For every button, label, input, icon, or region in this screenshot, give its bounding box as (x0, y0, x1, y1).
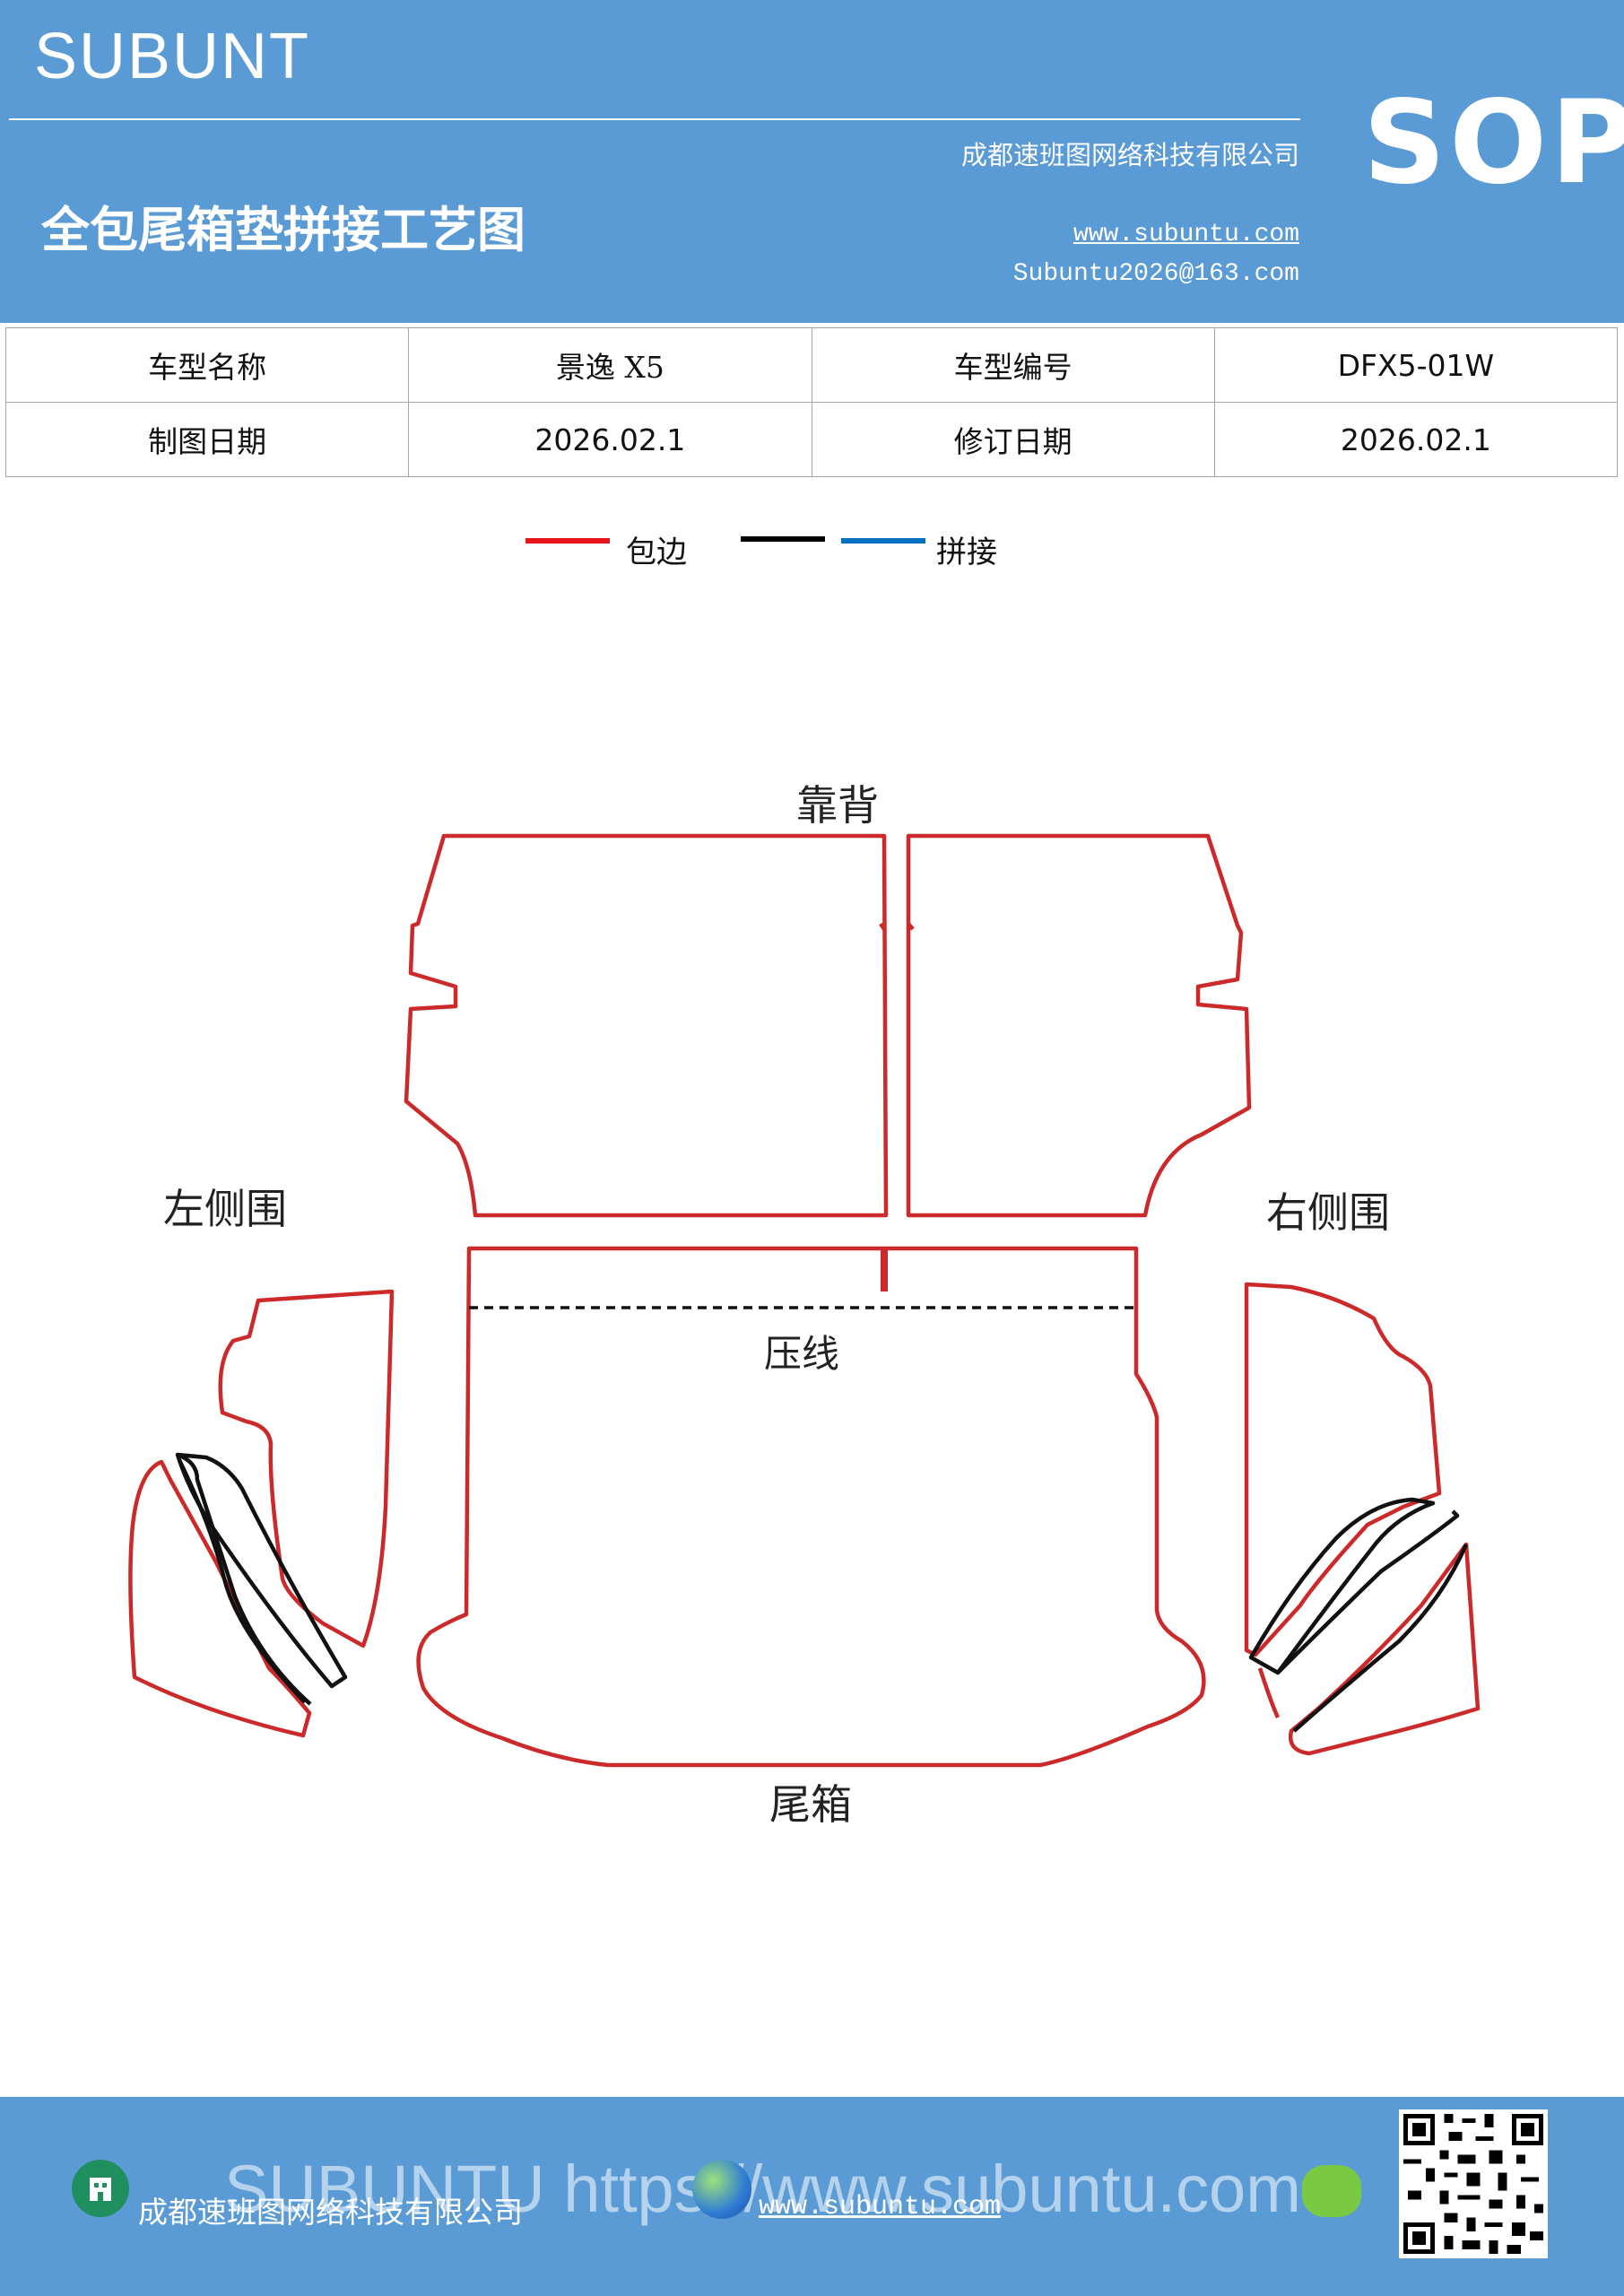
sop-badge: SOP (1363, 76, 1624, 210)
table-row: 车型名称 景逸 X5 车型编号 DFX5-01W (4, 327, 1619, 403)
legend-label-edge: 包边 (626, 535, 687, 570)
trunk-floor-panel (416, 1246, 1206, 1768)
qr-code[interactable] (1399, 2109, 1548, 2258)
building-icon (72, 2160, 129, 2217)
backrest-right-panel (906, 833, 1252, 1218)
table-cell: DFX5-01W (1213, 327, 1619, 403)
footer-company: 成都速班图网络科技有限公司 (138, 2195, 523, 2230)
header-divider (9, 118, 1300, 120)
table-cell: 2026.02.1 (408, 402, 812, 477)
left-seam-inner (177, 1459, 307, 1704)
page-footer: SUBUNTU https://www.subuntu.com 成都速班图网络科… (0, 2097, 1624, 2296)
company-name: 成都速班图网络科技有限公司 (960, 140, 1299, 170)
document-title: 全包尾箱垫拼接工艺图 (41, 201, 525, 258)
vehicle-info-table: 车型名称 景逸 X5 车型编号 DFX5-01W 制图日期 2026.02.1 … (4, 327, 1619, 477)
label-crease: 压线 (764, 1332, 840, 1376)
left-side-panel (218, 1289, 395, 1648)
right-seam-strip (1248, 1497, 1436, 1675)
label-trunk: 尾箱 (769, 1780, 852, 1829)
right-seam-inner (1292, 1544, 1469, 1733)
footer-website[interactable]: www.subuntu.com (759, 2192, 1002, 2222)
table-cell: 车型编号 (811, 327, 1215, 403)
mat-splicing-diagram (128, 833, 1481, 1768)
right-seam-outer (1276, 1509, 1460, 1674)
line-legend: 包边 拼接 (0, 527, 1624, 581)
right-side-panel (1244, 1282, 1442, 1657)
table-cell: 2026.02.1 (1213, 402, 1619, 477)
footer-watermark: SUBUNTU https://www.subuntu.com (224, 2152, 1301, 2226)
table-cell: 景逸 X5 (408, 327, 812, 403)
label-right-side: 右侧围 (1266, 1188, 1390, 1237)
legend-swatch-black (741, 536, 825, 542)
page-header: SUBUNT 全包尾箱垫拼接工艺图 成都速班图网络科技有限公司 www.subu… (0, 0, 1624, 323)
brand-name: SUBUNT (34, 21, 311, 92)
table-cell: 制图日期 (4, 402, 410, 477)
legend-swatch-blue (841, 538, 925, 544)
legend-swatch-red (525, 538, 610, 544)
left-seam-strip (175, 1452, 348, 1689)
wechat-icon[interactable] (1302, 2165, 1361, 2217)
globe-icon (692, 2160, 751, 2219)
right-side-bottom-edge (1257, 1667, 1281, 1718)
label-backrest: 靠背 (796, 781, 879, 830)
table-row: 制图日期 2026.02.1 修订日期 2026.02.1 (4, 402, 1619, 477)
website-link[interactable]: www.subuntu.com (1073, 221, 1299, 248)
email-address[interactable]: Subuntu2026@163.com (1012, 260, 1299, 288)
backrest-notch (879, 922, 915, 931)
table-cell: 车型名称 (4, 327, 410, 403)
backrest-left-panel (404, 833, 889, 1218)
left-side-lower-panel (128, 1459, 312, 1738)
right-side-lower-panel (1288, 1542, 1481, 1756)
label-left-side: 左侧围 (163, 1185, 287, 1233)
legend-label-seam: 拼接 (936, 535, 997, 570)
table-cell: 修订日期 (811, 402, 1215, 477)
